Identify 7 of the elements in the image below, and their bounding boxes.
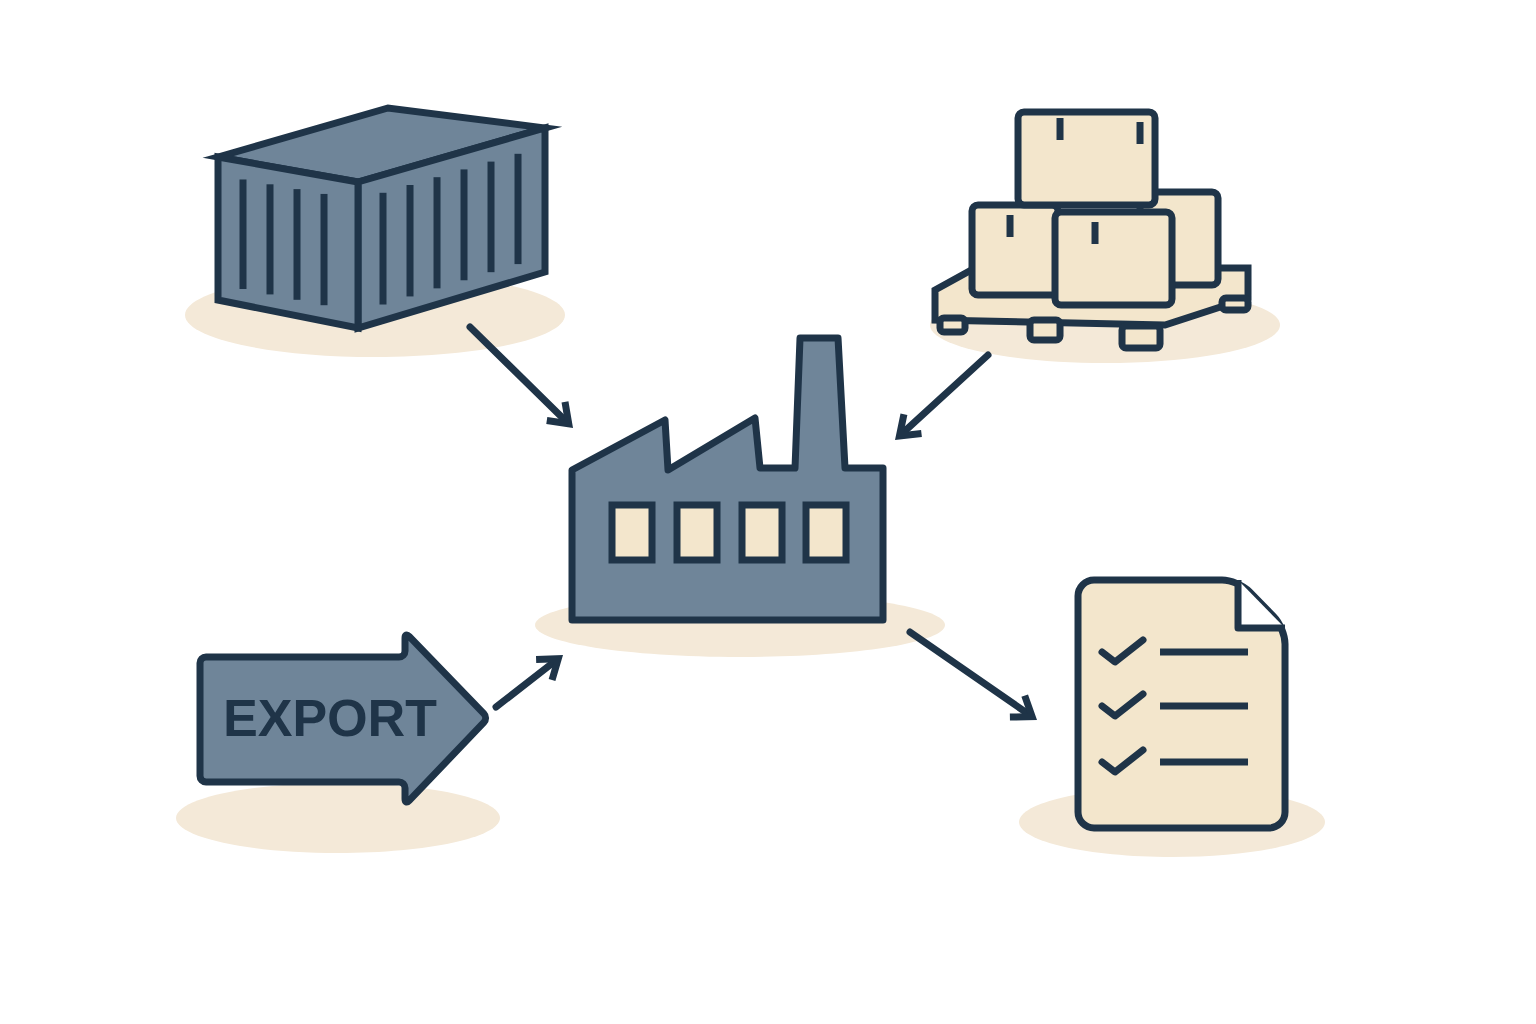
arrow	[492, 655, 563, 711]
checklist-document-drawing	[1074, 576, 1289, 832]
factory-drawing	[568, 334, 887, 624]
arrow	[895, 351, 992, 440]
arrow	[466, 323, 573, 428]
pallet-boxes-drawing	[931, 108, 1252, 352]
arrow	[906, 628, 1037, 721]
